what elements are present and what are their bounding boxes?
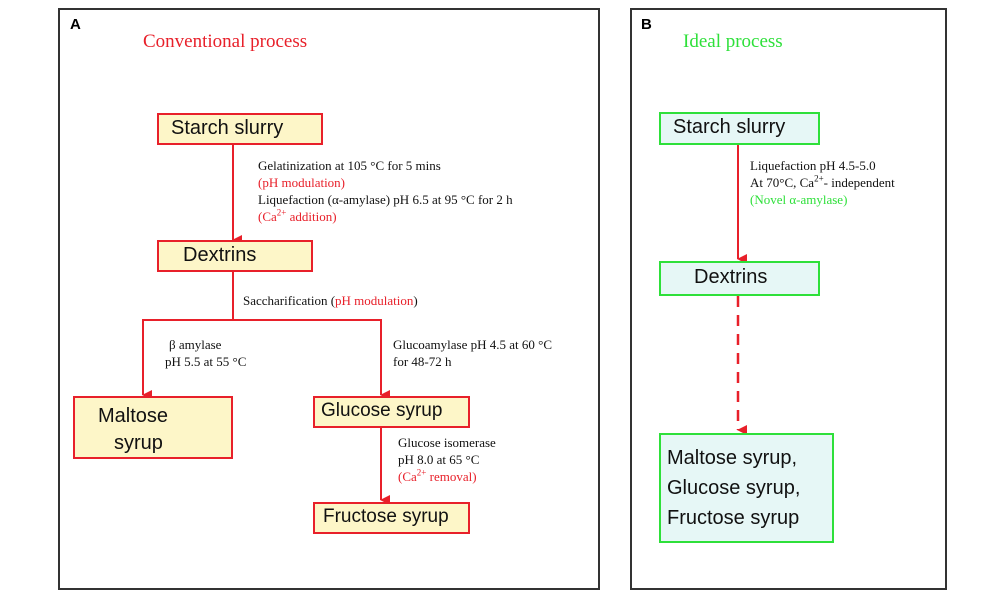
panel-a-letter: A xyxy=(70,16,81,33)
starch-slurry-label: Starch slurry xyxy=(171,117,284,139)
note-gelatinization: Gelatinization at 105 °C for 5 mins (pH … xyxy=(258,157,513,225)
b-dextrins-box: Dextrins xyxy=(659,261,820,296)
b-dextrins-label: Dextrins xyxy=(694,266,768,288)
panel-a xyxy=(58,8,600,590)
maltose-syrup-box: Maltose syrup xyxy=(73,396,233,459)
dextrins-label: Dextrins xyxy=(183,244,257,266)
fructose-label: Fructose syrup xyxy=(323,506,449,527)
ca-removal-text: (Ca2+ removal) xyxy=(398,467,477,484)
b-starch-slurry-label: Starch slurry xyxy=(673,116,786,138)
liquefaction-text: Liquefaction (α-amylase) pH 6.5 at 95 °C… xyxy=(258,192,513,207)
maltose-label-line1: Maltose xyxy=(98,405,169,427)
note-beta-amylase: β amylase pH 5.5 at 55 °C xyxy=(165,337,247,369)
dextrins-box: Dextrins xyxy=(157,240,313,272)
maltose-label-line2: syrup xyxy=(114,432,163,454)
b-products-line3: Fructose syrup xyxy=(667,507,800,529)
ph-modulation-text: (pH modulation) xyxy=(258,175,346,190)
note-b-liquefaction: Liquefaction pH 4.5-5.0 At 70°C, Ca2+- i… xyxy=(750,158,895,207)
starch-slurry-box: Starch slurry xyxy=(157,113,323,145)
b-products-box: Maltose syrup, Glucose syrup, Fructose s… xyxy=(659,433,834,543)
novel-enzyme-text: (Novel α-amylase) xyxy=(750,192,848,207)
fructose-syrup-box: Fructose syrup xyxy=(313,502,470,534)
note-saccharification: Saccharification (pH modulation) xyxy=(243,293,418,308)
gelatinization-text: Gelatinization at 105 °C for 5 mins xyxy=(258,158,441,173)
b-starch-slurry-box: Starch slurry xyxy=(659,112,820,145)
glucose-label: Glucose syrup xyxy=(321,400,443,421)
note-isomerase: Glucose isomerase pH 8.0 at 65 °C (Ca2+ … xyxy=(398,435,496,484)
note-glucoamylase: Glucoamylase pH 4.5 at 60 °C for 48-72 h xyxy=(393,337,553,369)
glucose-syrup-box: Glucose syrup xyxy=(313,396,470,428)
b-products-line1: Maltose syrup, xyxy=(667,447,798,469)
ca-addition-text: (Ca2+ addition) xyxy=(258,207,337,224)
panel-b-letter: B xyxy=(641,16,652,33)
b-products-line2: Glucose syrup, xyxy=(667,477,801,499)
panel-a-title: Conventional process xyxy=(143,31,308,52)
panel-b-title: Ideal process xyxy=(683,31,783,52)
